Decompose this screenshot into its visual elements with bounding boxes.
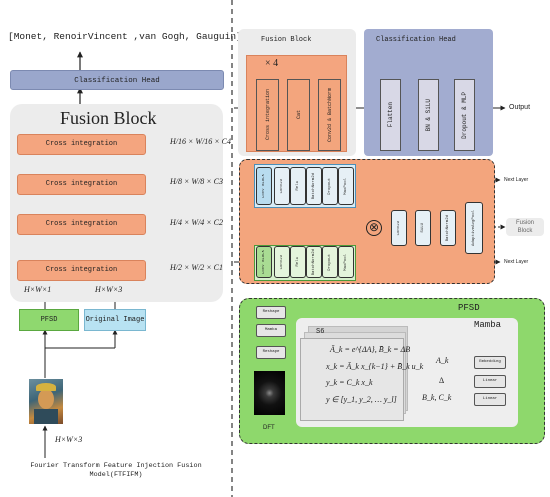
tile-bottom-dropout: Dropout xyxy=(322,246,338,278)
conv-block-top-label: Conv BLOCK xyxy=(256,167,272,205)
ch-bn-silu: BN & SiLU xyxy=(418,79,439,151)
input-dim-b: H×W×3 xyxy=(95,285,123,294)
dim-label-c4: H/16 × W/16 × C4 xyxy=(170,137,232,146)
cross-integration-1: Cross integration xyxy=(17,260,146,281)
linear-button-1: Linear xyxy=(474,375,506,388)
cross-integration-2: Cross integration xyxy=(17,214,146,235)
param-delta: Δ xyxy=(439,376,445,385)
linear-button-2: Linear xyxy=(474,393,506,406)
ch-bn-silu-label: BN & SiLU xyxy=(425,98,432,132)
param-ak: A_k xyxy=(436,356,449,365)
original-image-box: Original Image xyxy=(84,309,146,331)
conv-block-bottom-label: Conv BLOCK xyxy=(256,246,272,278)
fb-cross-integration-label: Cross integration xyxy=(264,89,271,141)
tile-after-silu: SiLU xyxy=(415,210,431,246)
fb-conv-batchnorm-label: Conv2d & BatchNorm xyxy=(326,87,333,142)
equation-1: Ā_k = e^{ΔA}, B̄_k = ΔB xyxy=(330,345,411,354)
classification-head-label: Classification Head xyxy=(74,77,160,85)
embedding-button: Embedding xyxy=(474,356,506,369)
next-layer-top: Next Layer xyxy=(504,177,529,183)
tile-top-conv2d: Conv2D xyxy=(274,167,290,205)
pfsd-title: PFSD xyxy=(458,303,480,313)
class-label-list: [Monet, RenoirVincent ,van Gogh, Gauguin… xyxy=(8,31,242,42)
tile-bottom-batchnorm: BatchNorm2d xyxy=(306,246,322,278)
tile-top-maxpool: MaxPool xyxy=(338,167,354,205)
mamba-button: Mamba xyxy=(256,324,286,337)
s6-label: S6 xyxy=(316,328,325,336)
painting-thumbnail xyxy=(29,379,63,424)
reshape-bottom-button: Reshape xyxy=(256,346,286,359)
original-image-label: Original Image xyxy=(85,316,145,324)
dft-label: DFT xyxy=(263,425,275,431)
pfsd-box: PFSD xyxy=(19,309,79,331)
fb-conv-batchnorm: Conv2d & BatchNorm xyxy=(318,79,341,151)
equation-3: y_k = C_k x_k xyxy=(326,378,373,387)
s6-card-front xyxy=(300,338,404,421)
top-fusion-block-title: Fusion Block xyxy=(261,36,312,44)
input-dim-a: H×W×1 xyxy=(24,285,52,294)
model-caption: Fourier Transform Feature Injection Fusi… xyxy=(0,462,232,480)
fusion-block-ref: Fusion Block xyxy=(506,218,544,236)
tile-bottom-relu: Relu xyxy=(290,246,306,278)
tile-top-batchnorm: BatchNorm2d xyxy=(306,167,322,205)
cross-integration-3: Cross integration xyxy=(17,174,146,195)
param-bk-ck: B_k, C_k xyxy=(422,393,452,402)
tile-bottom-conv2d: Conv2D xyxy=(274,246,290,278)
equation-2: x_k = Ā_k x_{k−1} + B̄_k u_k xyxy=(326,362,424,371)
times-four-label: × 4 xyxy=(265,58,279,69)
ch-dropout-mlp: Dropout & MLP xyxy=(454,79,475,151)
tile-after-batchnorm: BatchNorm2d xyxy=(440,210,456,246)
pfsd-label: PFSD xyxy=(40,316,58,324)
equation-4: y ∈ [y_1, y_2, … y_l] xyxy=(326,395,397,404)
multiply-icon: ⊗ xyxy=(366,220,382,236)
tile-bottom-maxpool: MaxPool xyxy=(338,246,354,278)
image-dim-label: H×W×3 xyxy=(55,435,83,444)
fusion-block-title: Fusion Block xyxy=(60,108,157,128)
output-label: Output xyxy=(509,104,531,111)
dim-label-c2: H/4 × W/4 × C2 xyxy=(170,218,224,227)
ch-dropout-mlp-label: Dropout & MLP xyxy=(461,91,468,139)
top-classification-head-title: Classification Head xyxy=(376,36,456,44)
classification-head-box: Classification Head xyxy=(10,70,224,90)
fb-cross-integration: Cross integration xyxy=(256,79,279,151)
tile-adaptive-avgpool: AdaptiveAvgPool xyxy=(465,202,483,254)
dim-label-c1: H/2 × W/2 × C1 xyxy=(170,263,224,272)
cross-integration-4: Cross integration xyxy=(17,134,146,155)
reshape-top-button: Reshape xyxy=(256,306,286,319)
tile-top-dropout: Dropout xyxy=(322,167,338,205)
fb-cat-label: Cat xyxy=(295,110,302,120)
dft-spectrum-image xyxy=(254,371,285,415)
dim-label-c3: H/8 × W/8 × C3 xyxy=(170,177,224,186)
caption-line-1: Fourier Transform Feature Injection Fusi… xyxy=(30,462,202,470)
ch-flatten-label: Flatten xyxy=(387,102,394,128)
mamba-title: Mamba xyxy=(474,320,502,330)
fb-cat: Cat xyxy=(287,79,310,151)
next-layer-bottom: Next Layer xyxy=(504,259,529,265)
tile-top-relu: Relu xyxy=(290,167,306,205)
caption-line-2: Model(FTFIFM) xyxy=(89,471,143,479)
ch-flatten: Flatten xyxy=(380,79,401,151)
tile-after-conv2d: Conv2D xyxy=(391,210,407,246)
